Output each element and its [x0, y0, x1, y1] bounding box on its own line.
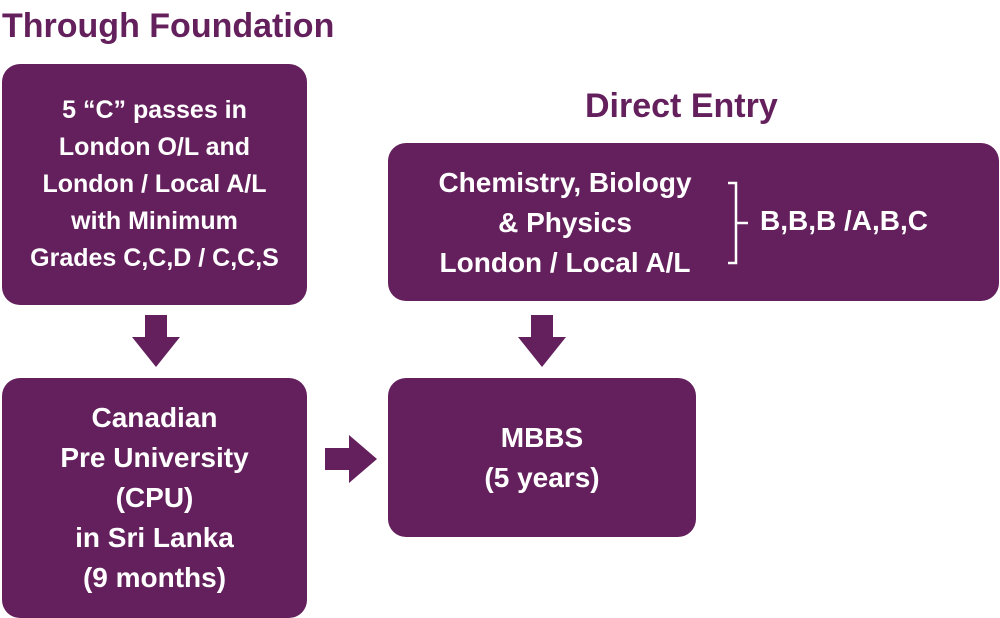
requirement-line: Grades C,C,D / C,C,S: [30, 244, 279, 272]
right-arrow-icon: [325, 435, 377, 483]
direct-entry-heading: Direct Entry: [585, 87, 778, 125]
program-line: (9 months): [82, 562, 227, 593]
foundation-requirements-box: 5 “C” passes in London O/L and London / …: [2, 64, 307, 305]
direct-entry-grades: B,B,B /A,B,C: [760, 205, 928, 236]
down-arrow-icon: [132, 315, 180, 367]
cpu-program-box: Canadian Pre University (CPU) in Sri Lan…: [2, 378, 307, 618]
program-line: in Sri Lanka: [75, 522, 234, 553]
direct-entry-subjects: Chemistry, Biology & Physics London / Lo…: [406, 163, 724, 283]
requirement-line: 5 “C” passes in: [62, 96, 247, 124]
direct-entry-box: Chemistry, Biology & Physics London / Lo…: [388, 143, 999, 301]
subject-line: & Physics: [498, 207, 632, 238]
subject-line: London / Local A/L: [439, 247, 691, 278]
mbbs-box: MBBS (5 years): [388, 378, 696, 537]
requirement-line: London / Local A/L: [42, 170, 267, 198]
through-foundation-heading: Through Foundation: [2, 7, 335, 45]
down-arrow-icon: [518, 315, 566, 367]
bracket-connector: [728, 181, 748, 265]
program-line: Pre University: [60, 442, 249, 473]
program-line: (CPU): [115, 482, 194, 513]
mbbs-duration: (5 years): [484, 461, 600, 493]
subject-line: Chemistry, Biology: [438, 167, 692, 198]
requirement-line: London O/L and: [58, 133, 251, 161]
mbbs-title: MBBS: [500, 421, 584, 453]
program-line: Canadian: [91, 402, 218, 433]
requirement-line: with Minimum: [71, 207, 238, 235]
